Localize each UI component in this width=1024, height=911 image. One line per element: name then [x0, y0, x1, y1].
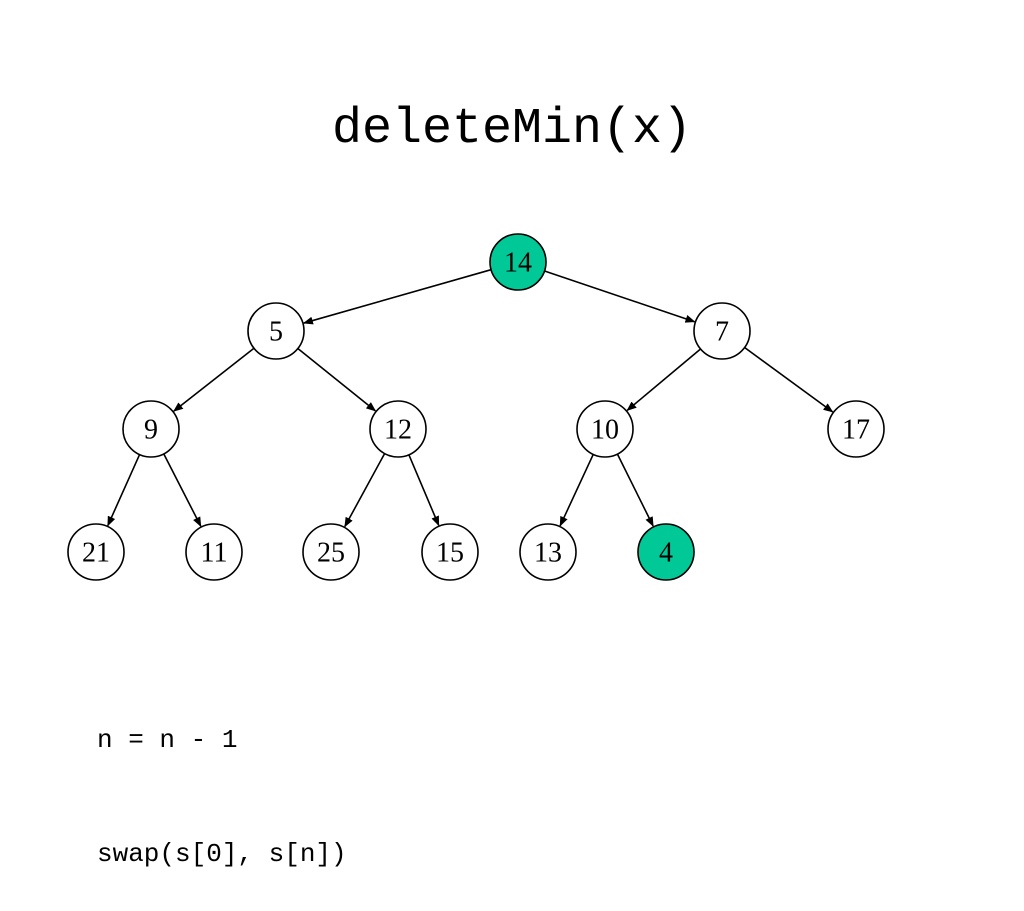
node-label: 21 — [82, 538, 110, 569]
tree-edge-arrow — [107, 454, 141, 527]
node-label: 10 — [591, 415, 619, 446]
tree-node: 9 — [122, 400, 180, 458]
tree-node: 14 — [489, 233, 547, 291]
tree-edge-arrow — [344, 453, 386, 528]
node-circle — [67, 523, 125, 581]
tree-edge-arrow — [297, 347, 377, 412]
node-circle — [519, 523, 577, 581]
tree-edge-arrow — [616, 453, 654, 527]
tree-edge-arrow — [163, 453, 202, 528]
tree-edge-arrow — [544, 270, 696, 323]
tree-edge-arrow — [408, 454, 440, 527]
node-label: 17 — [842, 415, 870, 446]
node-circle — [185, 523, 243, 581]
node-circle — [302, 523, 360, 581]
tree-nodes: 14 5 7 9 12 10 17 21 11 25 15 13 4 — [67, 233, 885, 581]
node-circle — [247, 302, 305, 360]
code-line: swap(s[0], s[n]) — [97, 839, 347, 869]
tree-node: 10 — [576, 400, 634, 458]
tree-edge-arrow — [302, 268, 492, 325]
tree-edge-arrow — [173, 347, 255, 412]
tree-edge-arrow — [744, 346, 834, 413]
node-circle — [693, 302, 751, 360]
node-label: 25 — [317, 538, 345, 569]
tree-node: 4 — [637, 523, 695, 581]
node-label: 13 — [534, 538, 562, 569]
tree-node: 25 — [302, 523, 360, 581]
node-label: 4 — [659, 538, 673, 569]
tree-node: 11 — [185, 523, 243, 581]
code-block: n = n - 1 swap(s[0], s[n]) — [97, 645, 347, 911]
tree-edges — [107, 268, 834, 528]
node-label: 9 — [144, 415, 158, 446]
highlighted-node-circle — [489, 233, 547, 291]
node-label: 14 — [504, 248, 532, 279]
tree-edge-arrow — [559, 454, 594, 527]
tree-node: 5 — [247, 302, 305, 360]
node-label: 7 — [715, 317, 729, 348]
node-circle — [369, 400, 427, 458]
tree-node: 17 — [827, 400, 885, 458]
node-circle — [576, 400, 634, 458]
tree-node: 12 — [369, 400, 427, 458]
node-label: 12 — [384, 415, 412, 446]
code-line: n = n - 1 — [97, 725, 238, 755]
node-label: 5 — [269, 317, 283, 348]
tree-node: 13 — [519, 523, 577, 581]
node-circle — [827, 400, 885, 458]
heap-tree-diagram: 14 5 7 9 12 10 17 21 11 25 15 13 4 — [67, 233, 885, 581]
node-label: 15 — [436, 538, 464, 569]
tree-node: 7 — [693, 302, 751, 360]
tree-edge-arrow — [626, 348, 702, 412]
node-label: 11 — [201, 538, 228, 569]
tree-node: 21 — [67, 523, 125, 581]
tree-node: 15 — [421, 523, 479, 581]
highlighted-node-circle — [637, 523, 695, 581]
node-circle — [421, 523, 479, 581]
node-circle — [122, 400, 180, 458]
slide-title: deleteMin(x) — [331, 101, 693, 158]
